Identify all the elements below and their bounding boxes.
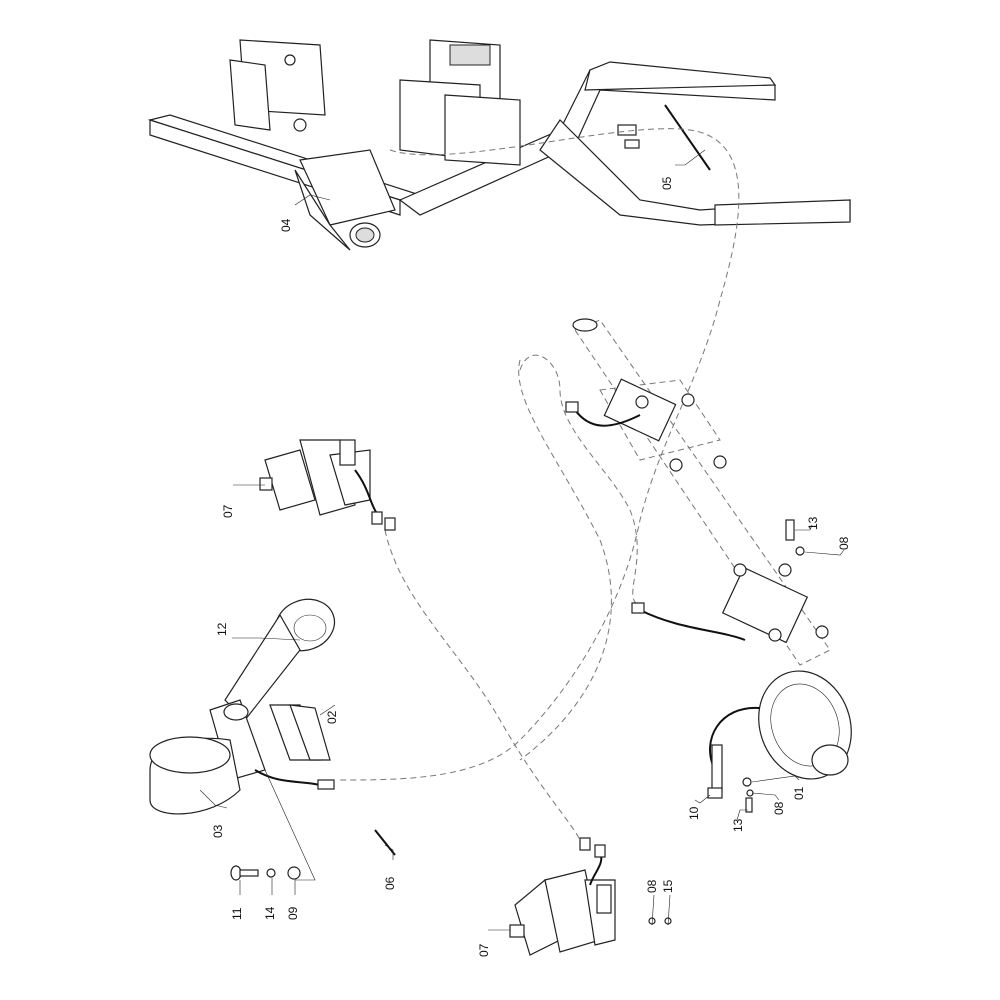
sensor-cable-middle xyxy=(639,609,746,641)
rear-axle xyxy=(572,318,852,780)
part-10-sensor-bracket xyxy=(711,744,723,791)
callout-11: 11 xyxy=(230,907,244,920)
callout-06: 06 xyxy=(383,876,397,890)
callout-14: 14 xyxy=(263,906,277,920)
callout-07-lower: 07 xyxy=(477,943,491,957)
part-02-brake-pads xyxy=(269,704,331,761)
sensor-connector-upper xyxy=(565,401,579,413)
part-12-drive-motor xyxy=(149,598,336,815)
callout-01: 01 xyxy=(792,786,806,800)
callout-13-upper: 13 xyxy=(806,516,820,530)
part-07-solenoid-upper xyxy=(259,439,396,531)
part-01-washer xyxy=(742,777,752,787)
mount-bracket xyxy=(229,39,326,132)
part-04-motor xyxy=(294,149,396,251)
motor-connector xyxy=(317,779,335,790)
controller-box xyxy=(399,39,521,166)
callout-15: 15 xyxy=(661,879,675,893)
callout-12: 12 xyxy=(215,622,229,636)
callout-labels: 04 05 07 12 02 03 06 11 14 09 07 08 15 1… xyxy=(211,176,851,957)
connector-top xyxy=(617,124,640,149)
callout-08-solenoid: 08 xyxy=(645,879,659,893)
sensor-connector-middle xyxy=(631,602,645,614)
callout-02: 02 xyxy=(325,710,339,724)
callout-08-upper: 08 xyxy=(837,536,851,550)
callout-09: 09 xyxy=(286,906,300,920)
part-06-cable-tie xyxy=(374,829,396,856)
part-13-bolt-upper xyxy=(785,519,795,541)
part-08-washer-upper xyxy=(795,546,805,556)
callout-04: 04 xyxy=(279,218,293,232)
callout-03: 03 xyxy=(211,824,225,838)
callout-05: 05 xyxy=(660,176,674,190)
motor-cable xyxy=(254,769,321,786)
callout-10: 10 xyxy=(687,806,701,820)
part-05-pin xyxy=(664,104,711,171)
part-07-solenoid-lower xyxy=(509,837,672,956)
part-13-bolt-lower xyxy=(745,797,753,813)
callout-08-lower: 08 xyxy=(772,801,786,815)
callout-13-lower: 13 xyxy=(731,818,745,832)
leader-lines xyxy=(199,149,845,931)
callout-07-upper: 07 xyxy=(221,504,235,518)
sensor-cable-upper xyxy=(574,409,641,427)
part-10-sensor xyxy=(707,787,723,799)
fastener-set-11-14-09 xyxy=(230,865,301,881)
